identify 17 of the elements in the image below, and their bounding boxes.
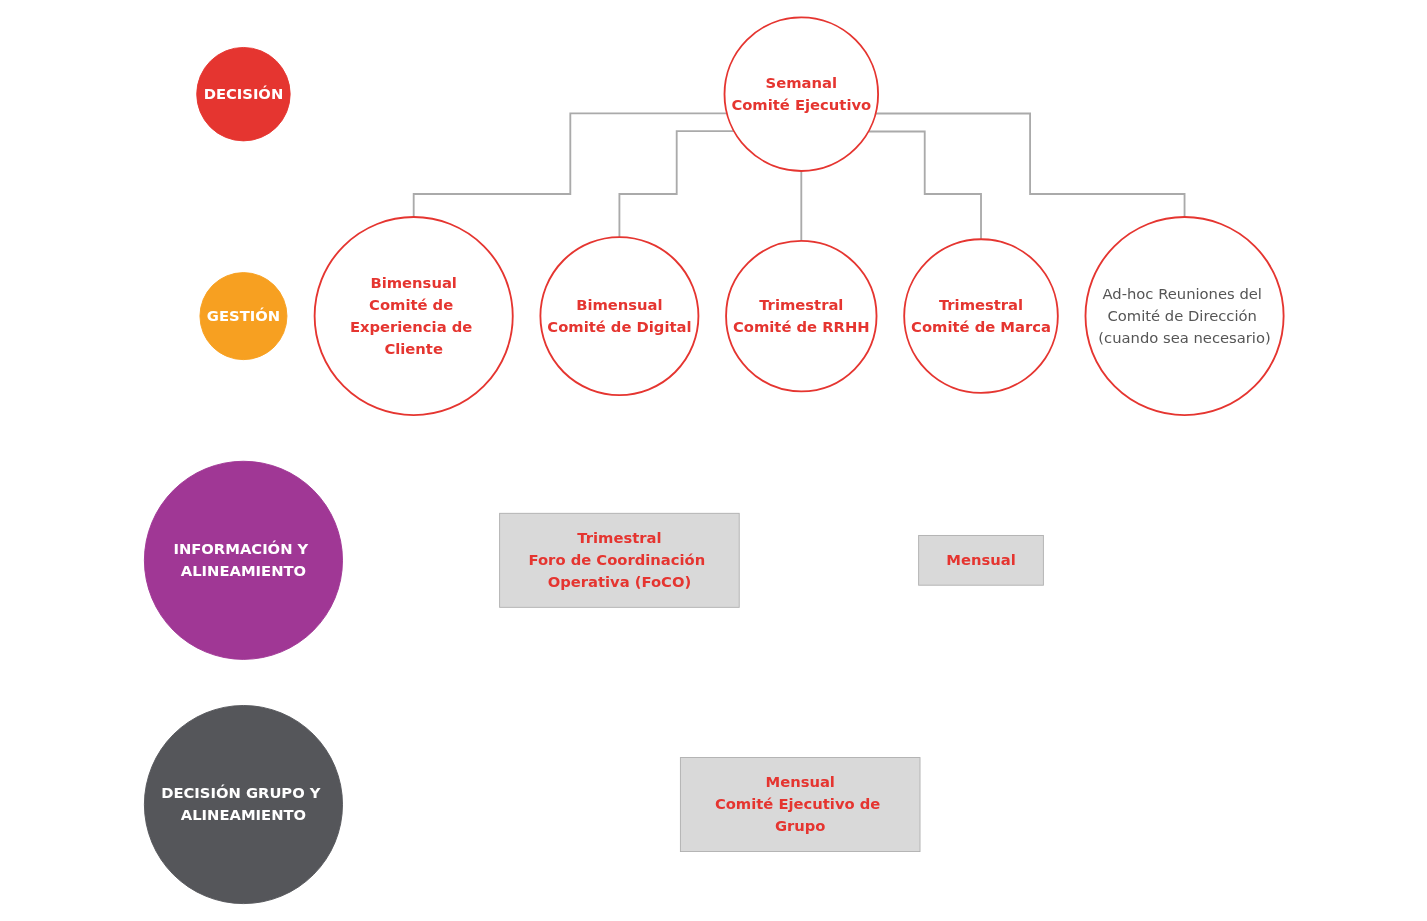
node-circle: Trimestral Comité de RRHH <box>724 239 877 393</box>
connector <box>874 112 1185 218</box>
node-circle: INFORMACIÓN Y ALINEAMIENTO <box>143 460 343 660</box>
node-circle: Bimensual Comité de Experiencia de Cliente <box>313 216 514 417</box>
node-box: Trimestral Foro de Coordinación Operativa (FoCO) <box>498 512 740 608</box>
node-circle: Bimensual Comité de Digital <box>539 236 699 397</box>
node-circle: Trimestral Comité de Marca <box>902 238 1059 394</box>
node-box: Mensual Comité Ejecutivo de Grupo <box>679 757 920 852</box>
connector <box>867 130 982 241</box>
connector <box>412 112 728 218</box>
node-box: Mensual <box>917 535 1044 586</box>
node-circle: GESTIÓN <box>198 272 287 361</box>
node-circle: DECISIÓN GRUPO Y ALINEAMIENTO <box>143 705 343 905</box>
node-circle: Semanal Comité Ejecutivo <box>723 16 879 172</box>
connector <box>799 170 802 242</box>
node-circle: DECISIÓN <box>195 47 291 142</box>
node-circle: Ad-hoc Reuniones del Comité de Dirección (cuando sea necesario) <box>1084 216 1285 417</box>
